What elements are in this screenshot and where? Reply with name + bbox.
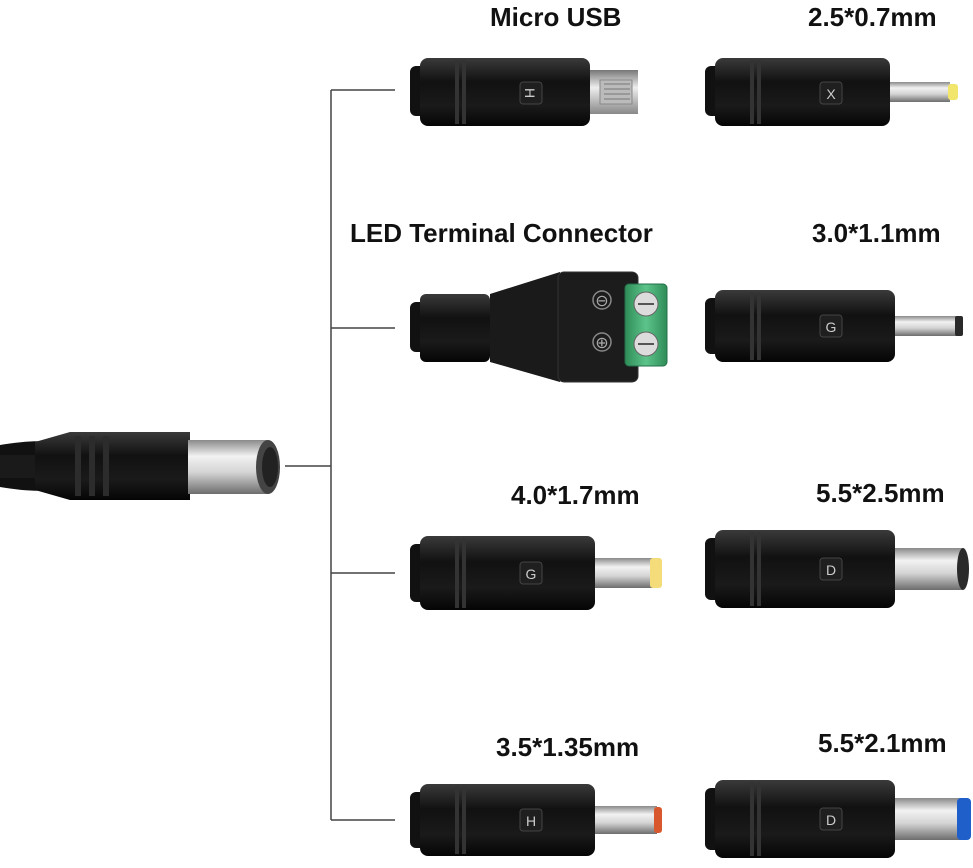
dc-4.0x1.7-adapter: G bbox=[410, 536, 662, 610]
main-dc-plug bbox=[0, 432, 280, 500]
dc-2.5x0.7-adapter: X bbox=[705, 58, 958, 126]
label-dc-3.5x1.35: 3.5*1.35mm bbox=[496, 732, 640, 762]
adapter-letter: D bbox=[826, 562, 836, 578]
label-dc-5.5x2.1: 5.5*2.1mm bbox=[818, 728, 947, 758]
adapter-letter: H bbox=[522, 88, 538, 98]
label-micro-usb: Micro USB bbox=[490, 2, 622, 32]
tip-color bbox=[948, 84, 958, 100]
plus-symbol: ⊕ bbox=[595, 333, 608, 352]
adapter-letter: D bbox=[826, 812, 836, 828]
dc-3.5x1.35-adapter: H bbox=[410, 784, 662, 856]
label-dc-3.0x1.1: 3.0*1.1mm bbox=[812, 218, 941, 248]
branch-lines bbox=[285, 89, 395, 821]
minus-symbol: ⊖ bbox=[595, 291, 608, 310]
tip-color bbox=[650, 558, 662, 588]
led-terminal-adapter: ⊖ ⊕ bbox=[410, 271, 668, 383]
label-led-terminal-connector: LED Terminal Connector bbox=[350, 218, 653, 248]
dc-5.5x2.1-adapter: D bbox=[705, 780, 971, 858]
tip-color bbox=[957, 798, 971, 840]
tip-color bbox=[654, 807, 662, 833]
micro-usb-adapter: H bbox=[410, 58, 638, 126]
label-dc-2.5x0.7: 2.5*0.7mm bbox=[808, 2, 937, 32]
adapter-letter: H bbox=[526, 813, 536, 829]
dc-3.0x1.1-adapter: G bbox=[705, 290, 963, 362]
label-dc-5.5x2.5: 5.5*2.5mm bbox=[816, 478, 945, 508]
label-dc-4.0x1.7: 4.0*1.7mm bbox=[511, 480, 640, 510]
adapter-letter: G bbox=[826, 319, 837, 335]
dc-5.5x2.5-adapter: D bbox=[705, 530, 969, 608]
adapter-letter: G bbox=[526, 566, 537, 582]
adapter-letter: X bbox=[826, 86, 836, 102]
